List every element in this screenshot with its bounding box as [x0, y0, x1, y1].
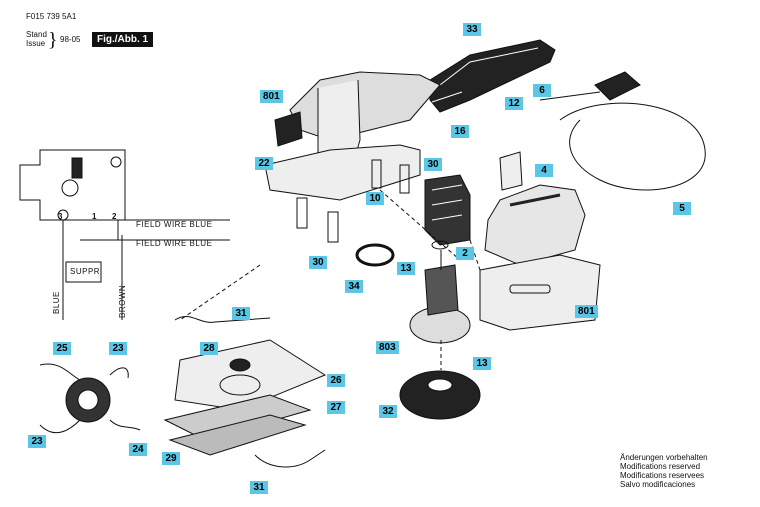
note-line-es: Salvo modificaciones [620, 480, 696, 489]
part-tag-30-lower: 30 [309, 256, 327, 269]
part-tag-34: 34 [345, 280, 363, 293]
part-tag-32: 32 [379, 405, 397, 418]
stand-label: Stand [26, 30, 47, 39]
cord-loop [559, 102, 706, 191]
part-tag-803: 803 [376, 341, 399, 354]
part-tag-6: 6 [533, 84, 551, 97]
part-tag-16: 16 [451, 125, 469, 138]
fan-part [399, 370, 481, 420]
wiring-diagram [19, 149, 230, 320]
armature-part [409, 250, 471, 344]
part-tag-26: 26 [327, 374, 345, 387]
ring-part [355, 243, 395, 267]
note-line-en: Modifications reserved [620, 462, 701, 471]
brush-holder-part [39, 363, 141, 434]
cover-part [429, 39, 556, 113]
part-tag-801-right: 801 [575, 305, 598, 318]
clamp-upper [174, 316, 271, 323]
modification-notes: Änderungen vorbehalten Modifications res… [620, 453, 708, 489]
housing-top-part [264, 71, 441, 201]
part-tag-30-top: 30 [424, 158, 442, 171]
housing-right-part [479, 184, 601, 331]
part-tag-28: 28 [200, 342, 218, 355]
suppressor-label: SUPPR [70, 267, 101, 276]
note-line-de: Änderungen vorbehalten [620, 453, 708, 462]
pad-part [163, 394, 312, 441]
motor-part [424, 174, 471, 250]
blue-wire-label: BLUE [52, 291, 61, 314]
clamp-lower [254, 449, 326, 468]
part-tag-31-upper: 31 [232, 307, 250, 320]
part-tag-25: 25 [53, 342, 71, 355]
part-tag-13-upper: 13 [397, 262, 415, 275]
switch-part [499, 151, 523, 191]
part-tag-27: 27 [327, 401, 345, 414]
plug-part [594, 71, 641, 101]
part-tag-22: 22 [255, 157, 273, 170]
part-tag-31-lower: 31 [250, 481, 268, 494]
note-line-fr: Modifications reservees [620, 471, 705, 480]
terminal-1: 1 [92, 212, 97, 221]
field-wire-label-2: FIELD WIRE BLUE [136, 239, 213, 248]
figure-label: Fig./Abb. 1 [92, 32, 154, 47]
brace-glyph: } [48, 29, 58, 51]
brown-wire-label: BROWN [118, 284, 127, 318]
terminal-2: 2 [112, 212, 117, 221]
terminal-3: 3 [58, 212, 63, 221]
part-tag-29: 29 [162, 452, 180, 465]
part-tag-801-top: 801 [260, 90, 283, 103]
part-tag-12: 12 [505, 97, 523, 110]
legs [296, 159, 410, 243]
document-number: F015 739 5A1 [26, 12, 77, 21]
part-tag-33: 33 [463, 23, 481, 36]
part-tag-10: 10 [366, 192, 384, 205]
part-tag-2: 2 [456, 247, 474, 260]
part-tag-23-bottom: 23 [28, 435, 46, 448]
part-tag-23-top: 23 [109, 342, 127, 355]
base-plate-part [174, 339, 327, 411]
part-tag-5: 5 [673, 202, 691, 215]
issue-date: 98-05 [60, 35, 81, 44]
part-tag-24: 24 [129, 443, 147, 456]
field-wire-label-1: FIELD WIRE BLUE [136, 220, 213, 229]
part-tag-13-lower: 13 [473, 357, 491, 370]
issue-label: Issue [26, 39, 46, 48]
part-tag-4: 4 [535, 164, 553, 177]
